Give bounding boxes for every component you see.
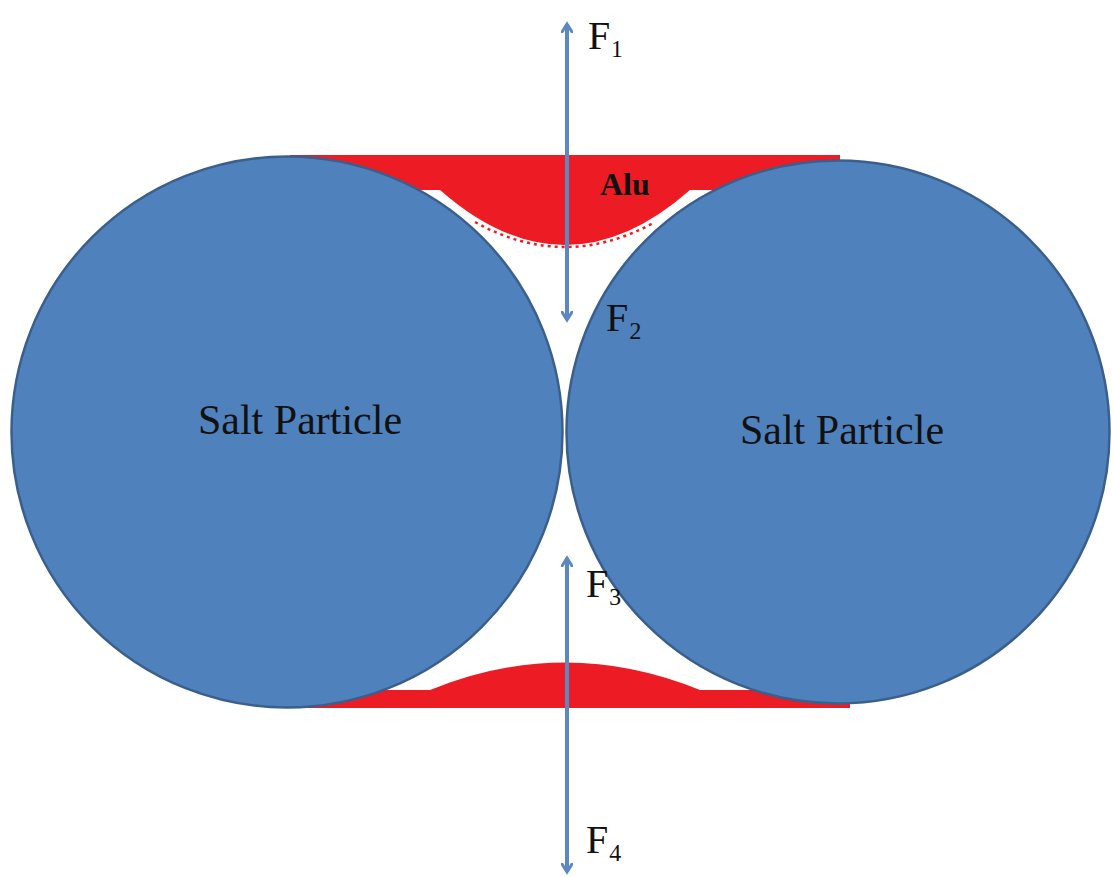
force-label: F₃ — [586, 562, 622, 606]
force-label: F₁ — [588, 14, 624, 58]
force-arrow-bottom — [565, 558, 569, 872]
force-label: F₄ — [586, 818, 622, 862]
particle-label: Salt Particle — [740, 407, 944, 453]
material-label: Alu — [600, 167, 650, 202]
force-label: F₂ — [606, 296, 642, 340]
force-arrow-top — [565, 24, 569, 320]
salt-particle: Salt Particle — [10, 155, 564, 709]
salt-particle: Salt Particle — [565, 159, 1111, 705]
particle-label: Salt Particle — [198, 397, 402, 443]
